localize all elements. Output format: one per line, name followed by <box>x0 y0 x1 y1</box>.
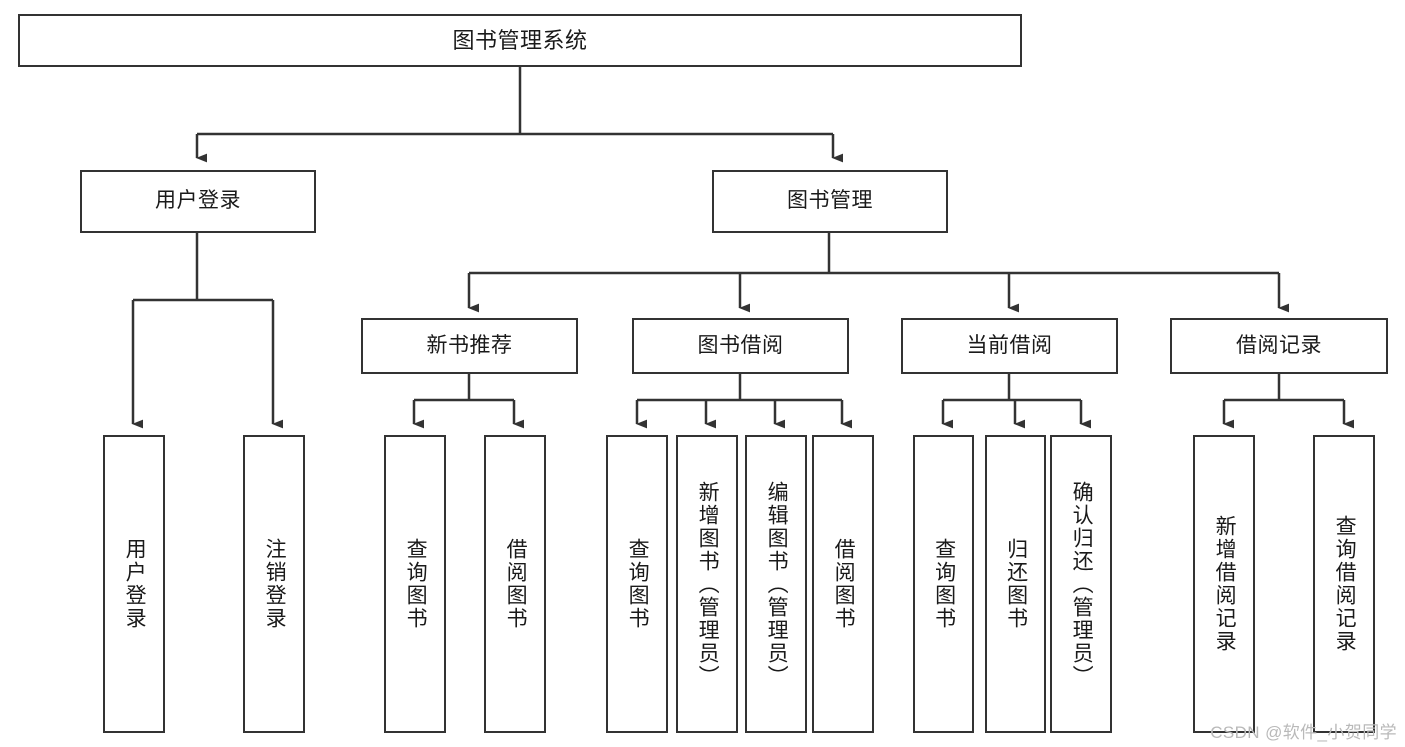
leaf-record-query-record[interactable]: 查询借阅记录 <box>1313 435 1375 733</box>
leaf-label: 查询借阅记录 <box>1333 515 1357 653</box>
node-book-borrow-label: 图书借阅 <box>697 333 784 357</box>
node-current-borrow[interactable]: 当前借阅 <box>901 318 1118 374</box>
leaf-borrow-add-book[interactable]: 新增图书（管理员） <box>676 435 738 733</box>
watermark: CSDN @软件_小贺同学 <box>1210 723 1397 742</box>
leaf-borrow-edit-book[interactable]: 编辑图书（管理员） <box>745 435 807 733</box>
leaf-label: 查询图书 <box>932 538 956 630</box>
node-book-management-label: 图书管理 <box>787 189 873 213</box>
node-borrow-record-label: 借阅记录 <box>1236 333 1322 357</box>
leaf-label: 用户登录 <box>123 538 147 630</box>
node-book-borrow[interactable]: 图书借阅 <box>632 318 849 374</box>
leaf-label: 借阅图书 <box>504 538 528 630</box>
node-borrow-record[interactable]: 借阅记录 <box>1170 318 1388 374</box>
leaf-label: 新增图书（管理员） <box>696 480 720 688</box>
leaf-label: 编辑图书（管理员） <box>765 480 789 688</box>
node-new-book-recommend-label: 新书推荐 <box>426 333 513 357</box>
leaf-record-add-record[interactable]: 新增借阅记录 <box>1193 435 1255 733</box>
leaf-recommend-query-book[interactable]: 查询图书 <box>384 435 446 733</box>
node-root[interactable]: 图书管理系统 <box>18 14 1022 67</box>
node-book-management[interactable]: 图书管理 <box>712 170 948 233</box>
leaf-current-query-book[interactable]: 查询图书 <box>913 435 974 733</box>
leaf-label: 查询图书 <box>404 538 428 630</box>
leaf-label: 新增借阅记录 <box>1213 515 1237 653</box>
leaf-label: 借阅图书 <box>832 538 856 630</box>
leaf-user-login-logout[interactable]: 注销登录 <box>243 435 305 733</box>
leaf-label: 确认归还（管理员） <box>1070 480 1094 688</box>
leaf-current-return-book[interactable]: 归还图书 <box>985 435 1046 733</box>
leaf-borrow-borrow-book[interactable]: 借阅图书 <box>812 435 874 733</box>
node-user-login-label: 用户登录 <box>155 189 241 213</box>
leaf-current-confirm-return[interactable]: 确认归还（管理员） <box>1050 435 1112 733</box>
node-root-label: 图书管理系统 <box>452 27 588 53</box>
node-new-book-recommend[interactable]: 新书推荐 <box>361 318 578 374</box>
leaf-recommend-borrow-book[interactable]: 借阅图书 <box>484 435 546 733</box>
leaf-label: 查询图书 <box>626 538 650 630</box>
node-current-borrow-label: 当前借阅 <box>966 333 1053 357</box>
leaf-label: 注销登录 <box>263 538 287 630</box>
leaf-borrow-query-book[interactable]: 查询图书 <box>606 435 668 733</box>
node-user-login[interactable]: 用户登录 <box>80 170 316 233</box>
leaf-user-login-login[interactable]: 用户登录 <box>103 435 165 733</box>
leaf-label: 归还图书 <box>1004 538 1028 630</box>
